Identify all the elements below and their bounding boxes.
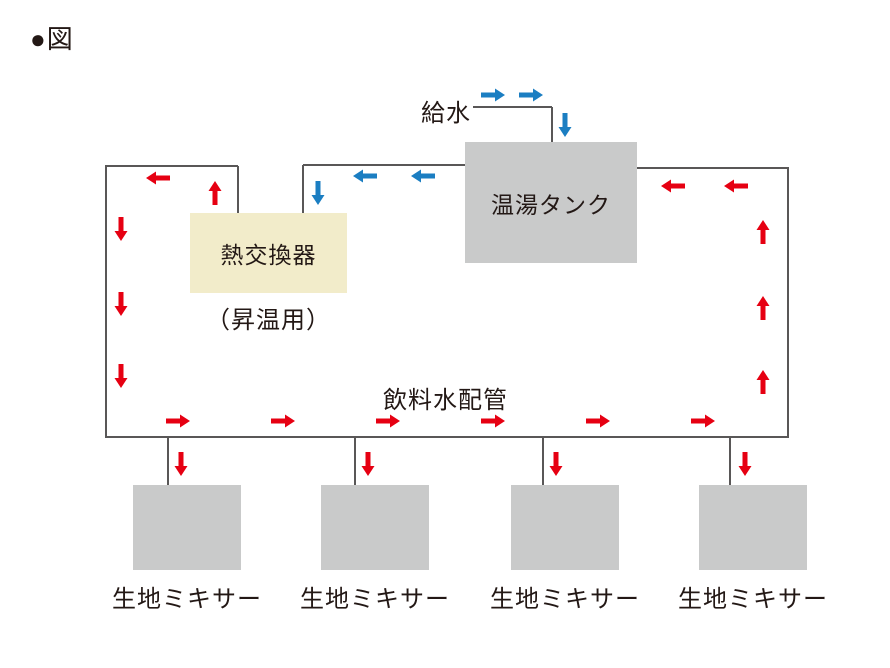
dough-mixer-4-box	[699, 485, 807, 570]
page-title: ●図	[30, 24, 74, 54]
heat-exchanger-box: 熱交換器	[190, 213, 347, 293]
heat-exchanger-note: （昇温用）	[206, 307, 331, 334]
flow-arrow-down-icon	[114, 364, 128, 388]
dough-mixer-4: 生地ミキサー	[678, 485, 828, 614]
flow-arrow-down-icon	[311, 181, 325, 205]
flow-arrow-up-icon	[756, 370, 770, 394]
dough-mixer-1-label: 生地ミキサー	[112, 586, 262, 613]
water-supply-label: 給水	[421, 100, 471, 127]
flow-arrow-right-icon	[271, 414, 295, 428]
flow-arrow-left-icon	[411, 169, 435, 183]
flow-arrow-down-icon	[738, 452, 752, 476]
dough-mixer-4-label: 生地ミキサー	[678, 586, 828, 613]
flow-arrow-down-icon	[114, 292, 128, 316]
hot-water-tank-box: 温湯タンク	[465, 142, 637, 263]
dough-mixer-2-label: 生地ミキサー	[300, 586, 450, 613]
drinking-water-pipe-label: 飲料水配管	[383, 387, 508, 414]
flow-arrow-left-icon	[146, 171, 170, 185]
hot-water-tank-label: 温湯タンク	[491, 191, 611, 218]
flow-arrow-left-icon	[661, 179, 685, 193]
flow-arrow-right-icon	[586, 414, 610, 428]
flow-arrow-down-icon	[114, 217, 128, 241]
flow-arrow-up-icon	[756, 220, 770, 244]
dough-mixer-1-box	[133, 485, 241, 570]
dough-mixer-2-box	[321, 485, 429, 570]
dough-mixer-3: 生地ミキサー	[490, 485, 640, 614]
dough-mixer-1: 生地ミキサー	[112, 485, 262, 614]
flow-arrow-right-icon	[481, 414, 505, 428]
flow-arrow-up-icon	[756, 296, 770, 320]
flow-arrow-right-icon	[481, 88, 505, 102]
flow-arrow-left-icon	[724, 179, 748, 193]
flow-arrow-right-icon	[376, 414, 400, 428]
dough-mixer-2: 生地ミキサー	[300, 485, 450, 614]
heat-exchanger-label: 熱交換器	[220, 242, 317, 268]
flow-arrow-down-icon	[361, 452, 375, 476]
flow-arrow-left-icon	[353, 169, 377, 183]
flow-arrow-right-icon	[519, 88, 543, 102]
flow-arrow-up-icon	[208, 181, 222, 205]
flow-arrow-right-icon	[691, 414, 715, 428]
dough-mixer-3-label: 生地ミキサー	[490, 586, 640, 613]
dough-mixer-3-box	[511, 485, 619, 570]
flow-arrow-right-icon	[166, 414, 190, 428]
flow-arrow-down-icon	[558, 113, 572, 137]
flow-arrow-down-icon	[174, 452, 188, 476]
flow-arrow-down-icon	[549, 452, 563, 476]
